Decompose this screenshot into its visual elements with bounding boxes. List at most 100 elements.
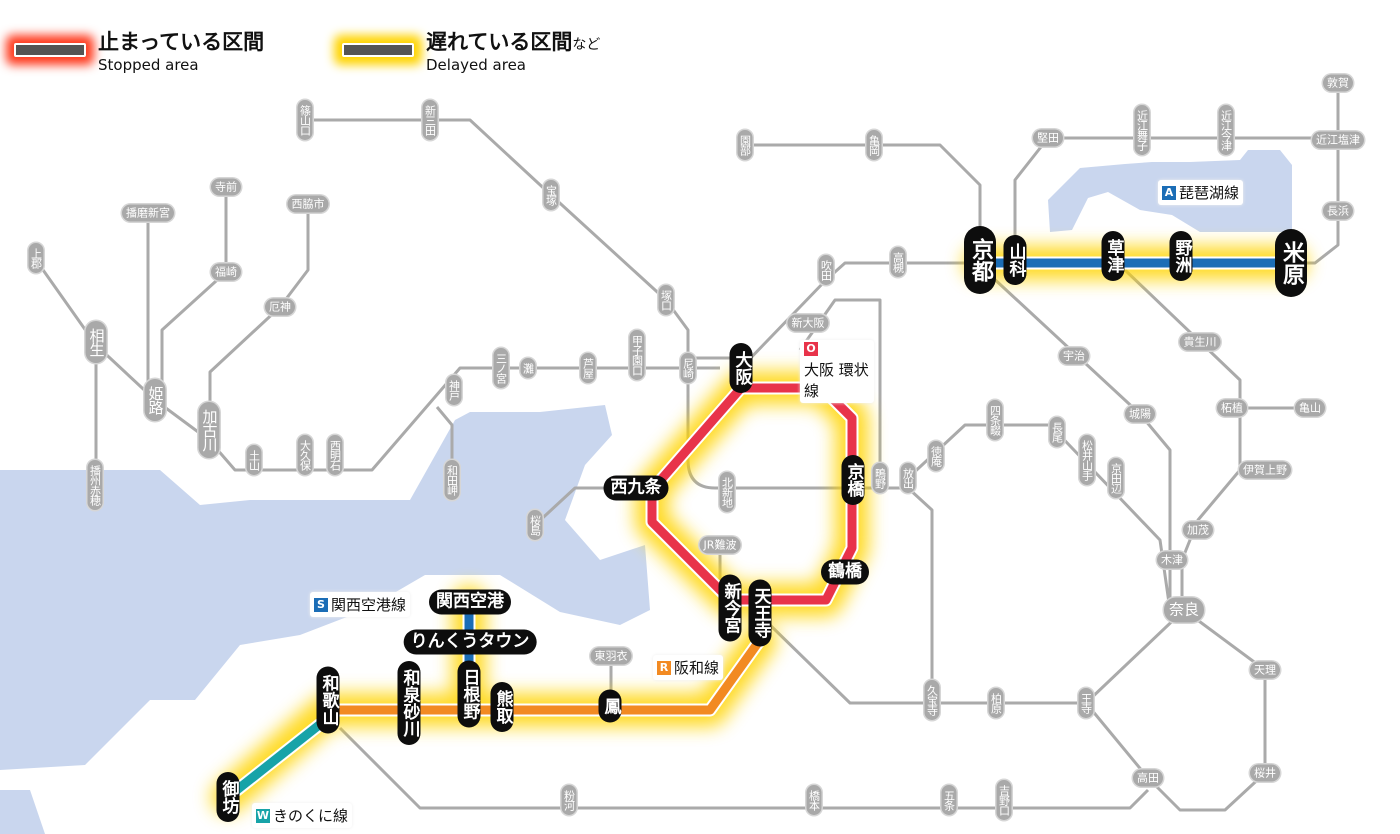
- station-50[interactable]: 王寺: [1078, 688, 1094, 718]
- station-27[interactable]: 高槻: [890, 247, 906, 277]
- legend-delayed-en: Delayed area: [426, 56, 526, 74]
- station-21[interactable]: 甲子園口: [629, 330, 645, 380]
- gray-line-8: [739, 261, 980, 370]
- station-24[interactable]: 園部: [737, 130, 753, 160]
- station-20[interactable]: 芦屋: [580, 353, 596, 383]
- station-56[interactable]: 橋本: [806, 785, 822, 815]
- station-19[interactable]: 灘: [520, 358, 536, 378]
- station-32[interactable]: 鴫野: [872, 463, 888, 493]
- gray-line-17: [1300, 83, 1340, 265]
- station-15[interactable]: 神戸: [446, 375, 462, 405]
- station-23[interactable]: 塚口: [658, 285, 674, 315]
- affected-station-14[interactable]: 熊取: [490, 682, 514, 732]
- legend-delayed-jp: 遅れている区間など: [426, 26, 600, 56]
- station-63[interactable]: 近江塩津: [1312, 131, 1364, 149]
- affected-station-12[interactable]: りんくうタウン: [403, 629, 537, 655]
- station-22[interactable]: 尼崎: [680, 353, 696, 383]
- station-12[interactable]: 土山: [246, 445, 262, 475]
- affected-station-2[interactable]: 草津: [1101, 231, 1125, 281]
- station-47[interactable]: 奈良: [1163, 597, 1205, 623]
- station-14[interactable]: 西明石: [327, 435, 343, 475]
- station-49[interactable]: 桜井: [1250, 764, 1280, 782]
- station-57[interactable]: 粉河: [561, 785, 577, 815]
- station-64[interactable]: 長浜: [1323, 202, 1353, 220]
- station-38[interactable]: 京田辺: [1108, 458, 1124, 498]
- station-11[interactable]: 加古川: [198, 402, 220, 458]
- legend-stopped-jp: 止まっている区間: [98, 30, 265, 54]
- affected-station-15[interactable]: 和泉砂川: [397, 661, 421, 745]
- station-17[interactable]: 播州赤穂: [87, 460, 103, 510]
- affected-station-11[interactable]: 関西空港: [429, 589, 511, 615]
- affected-station-9[interactable]: 新今宮: [718, 574, 742, 642]
- station-59[interactable]: 堅田: [1033, 129, 1063, 147]
- affected-station-0[interactable]: 京都: [964, 226, 996, 294]
- affected-station-16[interactable]: 鳳: [598, 689, 622, 723]
- station-28[interactable]: 新大阪: [787, 314, 829, 332]
- station-3[interactable]: 寺前: [211, 178, 241, 196]
- station-55[interactable]: 五条: [941, 785, 957, 815]
- legend-stopped: 止まっている区間 Stopped area: [14, 26, 264, 74]
- station-0[interactable]: 篠山口: [297, 100, 313, 140]
- station-4[interactable]: 播磨新宮: [122, 204, 174, 222]
- station-52[interactable]: 柏原: [988, 688, 1004, 718]
- station-46[interactable]: 木津: [1157, 551, 1187, 569]
- station-9[interactable]: 相生: [85, 321, 107, 363]
- station-35[interactable]: 四条畷: [987, 400, 1003, 440]
- affected-station-13[interactable]: 日根野: [457, 660, 481, 728]
- station-7[interactable]: 福崎: [211, 263, 241, 281]
- station-13[interactable]: 大久保: [297, 435, 313, 475]
- osaka-bay-south: [0, 790, 45, 834]
- station-62[interactable]: 敦賀: [1323, 74, 1353, 92]
- affected-station-17[interactable]: 和歌山: [316, 666, 340, 734]
- affected-station-10[interactable]: 天王寺: [748, 579, 772, 647]
- station-36[interactable]: 長尾: [1049, 417, 1065, 447]
- station-54[interactable]: 吉野口: [996, 780, 1012, 820]
- station-16[interactable]: 和田岬: [444, 460, 460, 500]
- station-39[interactable]: 城陽: [1125, 405, 1155, 423]
- station-26[interactable]: 吹田: [818, 255, 834, 285]
- station-43[interactable]: 亀山: [1295, 399, 1325, 417]
- station-34[interactable]: 徳庵: [928, 441, 944, 471]
- station-18[interactable]: 三ノ宮: [493, 348, 509, 388]
- legend-stopped-en: Stopped area: [98, 56, 199, 74]
- hanwa-line: [328, 637, 764, 715]
- station-58[interactable]: 東羽衣: [590, 647, 632, 665]
- line-name: 大阪 環状線: [804, 361, 869, 400]
- gray-line-20: [768, 623, 1150, 779]
- station-31[interactable]: JR難波: [699, 536, 741, 554]
- station-61[interactable]: 近江今津: [1218, 105, 1234, 155]
- affected-station-7[interactable]: 京橋: [841, 455, 865, 505]
- affected-station-5[interactable]: 大阪: [729, 343, 753, 393]
- affected-station-4[interactable]: 米原: [1275, 229, 1307, 297]
- station-48[interactable]: 天理: [1250, 661, 1280, 679]
- station-42[interactable]: 柘植: [1217, 399, 1247, 417]
- affected-station-6[interactable]: 西九条: [603, 475, 669, 501]
- station-60[interactable]: 近江舞子: [1134, 105, 1150, 155]
- station-29[interactable]: 北新地: [719, 472, 735, 512]
- affected-station-8[interactable]: 鶴橋: [821, 559, 869, 585]
- station-40[interactable]: 宇治: [1059, 347, 1089, 365]
- station-8[interactable]: 厄神: [265, 298, 295, 316]
- station-45[interactable]: 加茂: [1183, 521, 1213, 539]
- affected-station-1[interactable]: 山科: [1003, 235, 1027, 285]
- line-badge-icon: S: [314, 597, 328, 612]
- station-41[interactable]: 貴生川: [1179, 333, 1221, 351]
- station-10[interactable]: 姫路: [144, 379, 166, 421]
- station-2[interactable]: 宝塚: [543, 180, 559, 210]
- station-44[interactable]: 伊賀上野: [1239, 461, 1291, 479]
- station-37[interactable]: 松井山手: [1079, 435, 1095, 485]
- station-51[interactable]: 高田: [1133, 769, 1163, 787]
- station-53[interactable]: 久宝寺: [924, 680, 940, 720]
- station-1[interactable]: 新三田: [422, 100, 438, 140]
- station-6[interactable]: 上郡: [28, 243, 44, 273]
- station-33[interactable]: 放出: [900, 463, 916, 493]
- station-25[interactable]: 亀岡: [866, 130, 882, 160]
- line-badge-icon: A: [1162, 185, 1176, 200]
- affected-station-18[interactable]: 御坊: [216, 772, 240, 822]
- station-5[interactable]: 西脇市: [287, 195, 329, 213]
- station-30[interactable]: 桜島: [527, 510, 543, 540]
- affected-station-3[interactable]: 野洲: [1169, 231, 1193, 281]
